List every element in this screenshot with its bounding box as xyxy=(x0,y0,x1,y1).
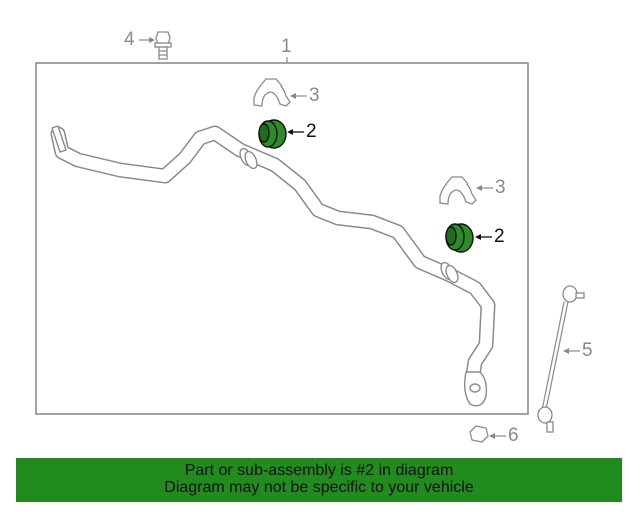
callout-1: 1 xyxy=(281,36,292,57)
callout-5: 5 xyxy=(582,340,593,361)
callout-6-arrow xyxy=(489,433,495,439)
callout-4: 4 xyxy=(124,29,135,50)
bracket-part-3-right[interactable] xyxy=(439,176,477,205)
stabilizer-link-part-5[interactable] xyxy=(537,285,585,433)
callout-6: 6 xyxy=(508,425,519,446)
notice-banner: Part or sub-assembly is #2 in diagram Di… xyxy=(16,458,622,502)
stabilizer-bar[interactable] xyxy=(50,125,496,407)
callout-2b: 2 xyxy=(494,226,505,247)
callout-2b-arrow xyxy=(475,234,481,240)
nut-part-6[interactable] xyxy=(469,425,489,443)
bushing-part-2-right[interactable] xyxy=(445,223,474,253)
notice-line-1: Part or sub-assembly is #2 in diagram xyxy=(184,462,454,479)
callout-2a-arrow xyxy=(287,129,293,135)
bushing-part-2-upper[interactable] xyxy=(258,119,287,149)
callout-3a: 3 xyxy=(309,85,320,106)
bolt-part-4[interactable] xyxy=(154,31,172,60)
callout-3b: 3 xyxy=(495,177,506,198)
callout-3a-arrow xyxy=(290,93,296,99)
callout-4-arrow xyxy=(149,37,155,43)
notice-line-2: Diagram may not be specific to your vehi… xyxy=(164,479,474,496)
bracket-part-3-upper[interactable] xyxy=(253,78,291,107)
callout-3b-arrow xyxy=(476,185,482,191)
callout-2a: 2 xyxy=(306,121,317,142)
callout-5-arrow xyxy=(563,348,569,354)
assembly-frame xyxy=(35,62,529,415)
